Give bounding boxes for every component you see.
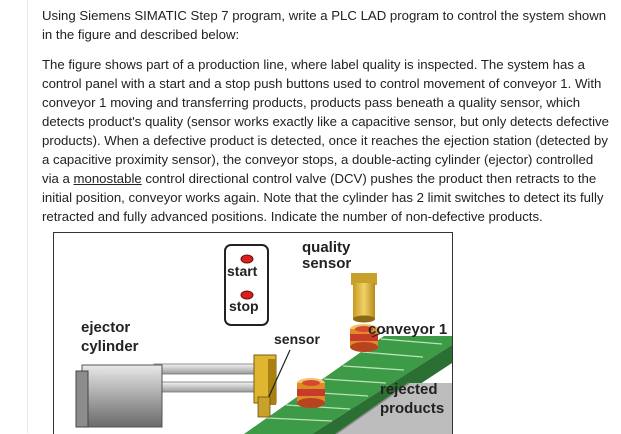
paragraph-line: again. Note that the cylinder has 2 limi… [42,190,604,224]
paragraph-line: quality (sensor works exactly like a cap… [42,114,609,148]
ejector-cylinder-icon [75,354,277,428]
quality-sensor-label-line1: quality [302,239,351,256]
paragraph-line: defective product is detected, once it r… [42,133,608,167]
start-label: start [227,263,258,279]
ejector-label-line2: cylinder [81,338,139,355]
question-intro: Using Siemens SIMATIC Step 7 program, wr… [42,8,607,42]
quality-sensor-icon [351,273,377,323]
paragraph-line: positions. Indicate the number of non-de… [211,209,543,224]
control-panel [224,244,269,326]
conveyor-label: conveyor 1 [368,321,448,338]
paragraph-line: directional control valve (DCV) pushes t… [42,171,597,205]
start-button[interactable] [240,254,254,264]
monostable-link[interactable]: monostable [73,171,142,186]
paragraph-line: sensor), the conveyor stops, a double-ac… [42,152,594,186]
stop-button[interactable] [240,290,254,300]
sensor-label: sensor [274,331,320,347]
paragraph-line: The figure shows part of a production li… [42,57,585,91]
production-line-figure: start stop quality sensor ejector cylind… [53,232,453,434]
paragraph-line: control [141,171,185,186]
product-icon [350,324,378,352]
quality-sensor-label-line2: sensor [302,255,352,272]
product-icon [297,378,325,408]
ejector-label-line1: ejector [81,319,131,336]
paragraph-line: panel with a start and a stop push butto… [42,76,602,110]
rejected-products-label-line1: rejected [380,381,438,398]
paragraph-line: moving and transferring products, produc… [42,95,581,129]
production-line-illustration [75,244,452,434]
sensor-pointer [265,349,291,404]
proximity-sensor-icon [257,396,271,418]
question-content: Using Siemens SIMATIC Step 7 program, wr… [42,6,612,226]
left-border-rule [27,0,28,433]
question-paragraph: The figure shows part of a production li… [42,55,612,226]
stop-label: stop [229,298,259,314]
rejected-chute [336,383,452,434]
rejected-products-label-line2: products [380,400,445,417]
